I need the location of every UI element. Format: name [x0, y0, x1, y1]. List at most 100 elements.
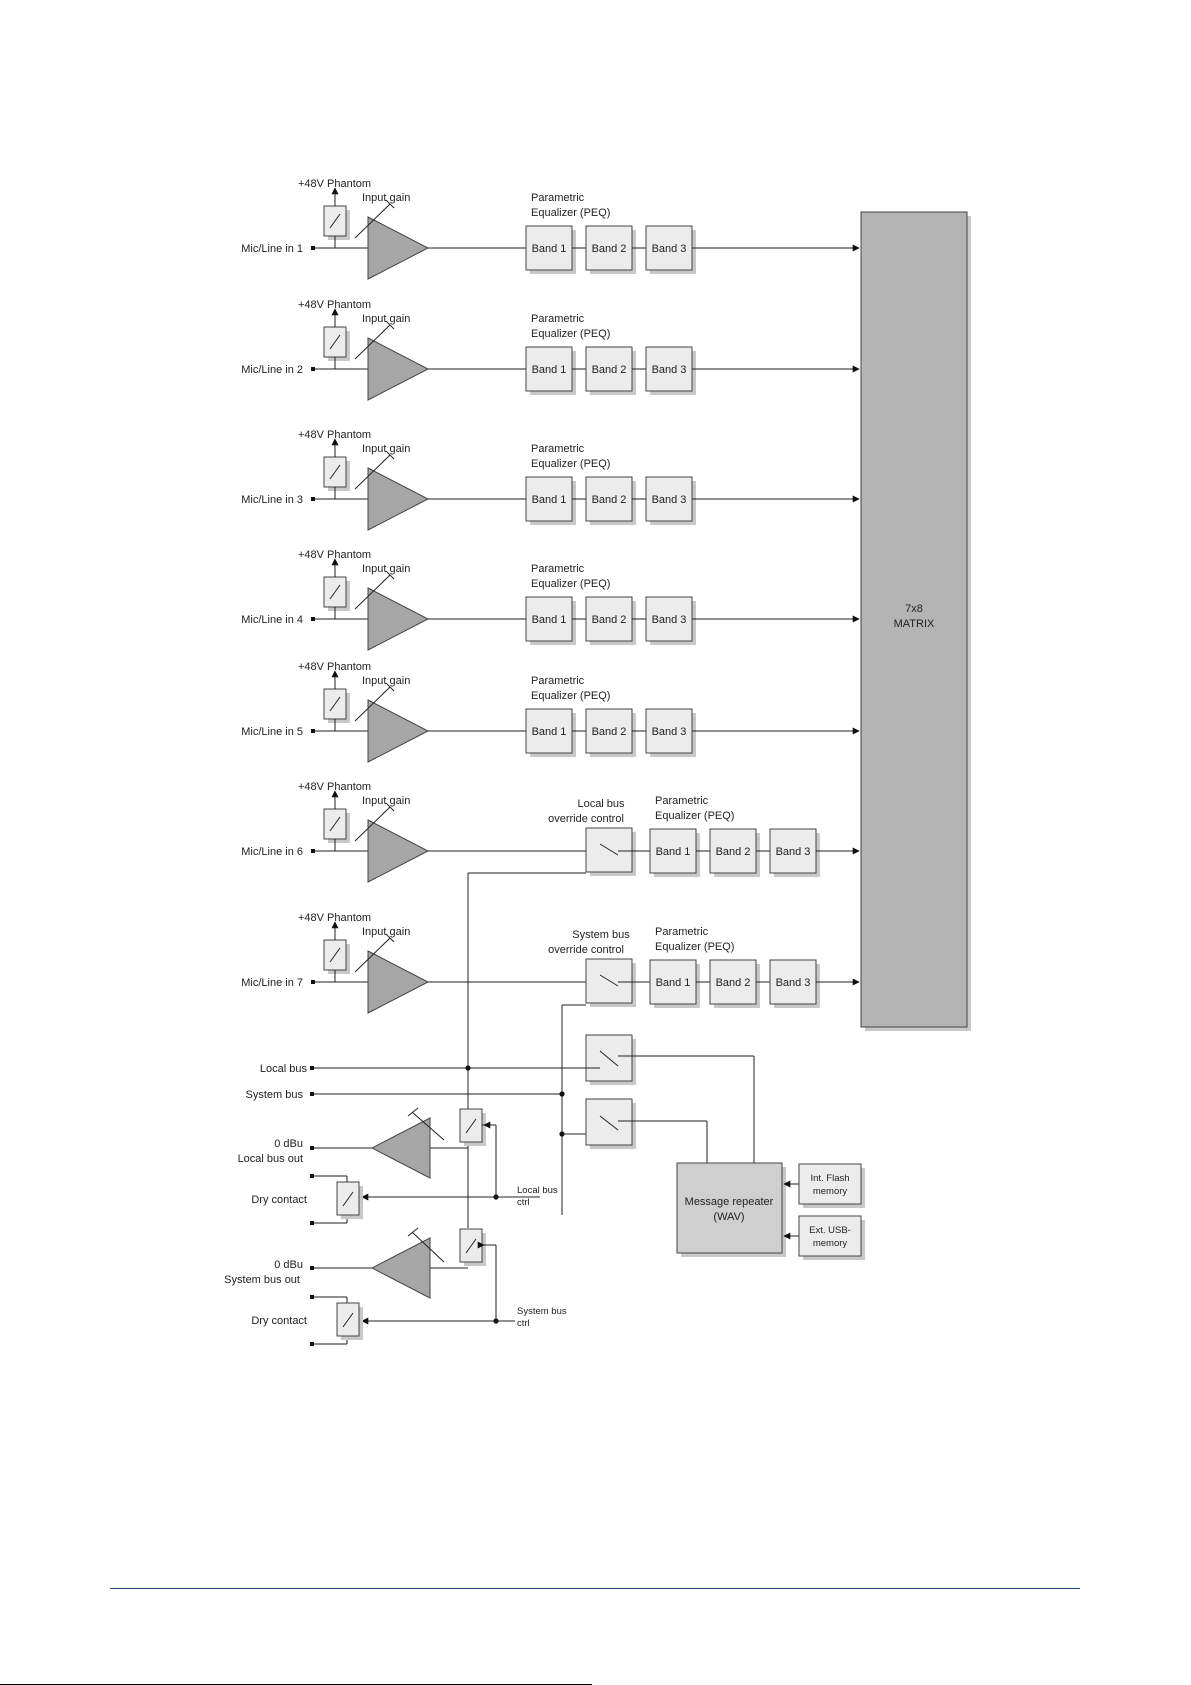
- peq-band-3: [645, 476, 693, 522]
- peq-band-1: [525, 346, 573, 392]
- channel-input-label: Mic/Line in 1: [241, 243, 303, 255]
- peq-band-2: [585, 708, 633, 754]
- local-ctrl-line1: Local bus: [517, 1185, 558, 1196]
- phantom-label: +48V Phantom: [298, 549, 371, 561]
- peq-band-label: Band 3: [776, 977, 811, 989]
- system-bus-label: System bus: [246, 1089, 304, 1101]
- peq-subtitle: Equalizer (PEQ): [531, 207, 610, 219]
- peq-band-label: Band 3: [776, 846, 811, 858]
- gain-amplifier-icon: [367, 819, 430, 883]
- channel-input-label: Mic/Line in 7: [241, 977, 303, 989]
- override-label-line1: Local bus: [577, 798, 625, 810]
- peq-band-label: Band 3: [652, 243, 687, 255]
- override-switch: [585, 958, 633, 1004]
- input-terminal: [311, 246, 315, 250]
- system-bus-out-section: 0 dBu System bus out System bus ctrl Dry…: [224, 1180, 567, 1346]
- peq-band-label: Band 2: [592, 243, 627, 255]
- peq-band-label: Band 1: [656, 846, 691, 858]
- input-gain-label: Input gain: [362, 926, 410, 938]
- input-gain-label: Input gain: [362, 675, 410, 687]
- system-bus-terminal: [310, 1092, 314, 1096]
- peq-title: Parametric: [655, 926, 709, 938]
- bus-section: Local bus System bus: [246, 872, 755, 1215]
- peq-subtitle: Equalizer (PEQ): [655, 810, 734, 822]
- input-gain-label: Input gain: [362, 795, 410, 807]
- repeater-label-line1: Message repeater: [685, 1196, 774, 1208]
- local-bus-terminal: [310, 1066, 314, 1070]
- int-flash-box: [798, 1163, 862, 1205]
- peq-band-3: [769, 828, 817, 874]
- usb-label-line1: Ext. USB-: [809, 1225, 851, 1236]
- input-terminal: [311, 367, 315, 371]
- peq-band-1: [525, 708, 573, 754]
- peq-title: Parametric: [531, 313, 585, 325]
- gain-amplifier-icon: [367, 216, 430, 280]
- peq-band-label: Band 1: [532, 243, 567, 255]
- gain-amplifier-icon: [367, 467, 430, 531]
- input-terminal: [311, 980, 315, 984]
- input-terminal: [311, 497, 315, 501]
- peq-subtitle: Equalizer (PEQ): [531, 328, 610, 340]
- peq-band-label: Band 1: [532, 726, 567, 738]
- peq-subtitle: Equalizer (PEQ): [531, 578, 610, 590]
- local-out-level: 0 dBu: [274, 1138, 303, 1150]
- gain-amplifier-icon: [367, 699, 430, 763]
- peq-title: Parametric: [655, 795, 709, 807]
- dry-contact-1-label: Dry contact: [251, 1194, 307, 1206]
- matrix-label-line1: 7x8: [905, 603, 923, 615]
- channel-input-label: Mic/Line in 5: [241, 726, 303, 738]
- channel-input-label: Mic/Line in 6: [241, 846, 303, 858]
- peq-band-3: [645, 346, 693, 392]
- footer-divider: [110, 1588, 1080, 1589]
- system-ctrl-line2: ctrl: [517, 1318, 530, 1329]
- peq-title: Parametric: [531, 192, 585, 204]
- peq-band-label: Band 3: [652, 364, 687, 376]
- channel-input-label: Mic/Line in 3: [241, 494, 303, 506]
- peq-subtitle: Equalizer (PEQ): [531, 458, 610, 470]
- matrix-block: 7x8 MATRIX: [860, 211, 971, 1031]
- usb-label-line2: memory: [813, 1238, 848, 1249]
- ext-usb-box: [798, 1215, 862, 1257]
- peq-band-label: Band 3: [652, 726, 687, 738]
- peq-band-2: [585, 225, 633, 271]
- peq-band-1: [649, 828, 697, 874]
- peq-band-label: Band 2: [592, 726, 627, 738]
- peq-subtitle: Equalizer (PEQ): [655, 941, 734, 953]
- peq-band-label: Band 2: [716, 846, 751, 858]
- peq-band-label: Band 3: [652, 494, 687, 506]
- peq-band-label: Band 3: [652, 614, 687, 626]
- peq-band-2: [709, 828, 757, 874]
- peq-band-label: Band 2: [592, 614, 627, 626]
- peq-band-1: [525, 596, 573, 642]
- peq-band-3: [645, 708, 693, 754]
- peq-band-1: [649, 959, 697, 1005]
- system-out-level: 0 dBu: [274, 1259, 303, 1271]
- peq-band-1: [525, 476, 573, 522]
- flash-label-line2: memory: [813, 1186, 848, 1197]
- peq-band-label: Band 1: [532, 614, 567, 626]
- input-terminal: [311, 729, 315, 733]
- repeater-label-line2: (WAV): [713, 1211, 744, 1223]
- peq-title: Parametric: [531, 563, 585, 575]
- local-bus-label: Local bus: [260, 1063, 308, 1075]
- local-bus-out-section: 0 dBu Local bus out Local bus ctrl Dry c…: [238, 1107, 558, 1225]
- input-gain-label: Input gain: [362, 313, 410, 325]
- peq-band-label: Band 2: [716, 977, 751, 989]
- flash-label-line1: Int. Flash: [810, 1173, 849, 1184]
- gain-amplifier-icon: [367, 337, 430, 401]
- phantom-label: +48V Phantom: [298, 178, 371, 190]
- gain-amplifier-icon: [367, 587, 430, 651]
- peq-band-2: [585, 476, 633, 522]
- peq-title: Parametric: [531, 675, 585, 687]
- input-gain-label: Input gain: [362, 192, 410, 204]
- override-label-line2: override control: [548, 813, 624, 825]
- phantom-label: +48V Phantom: [298, 299, 371, 311]
- phantom-label: +48V Phantom: [298, 781, 371, 793]
- peq-band-label: Band 2: [592, 364, 627, 376]
